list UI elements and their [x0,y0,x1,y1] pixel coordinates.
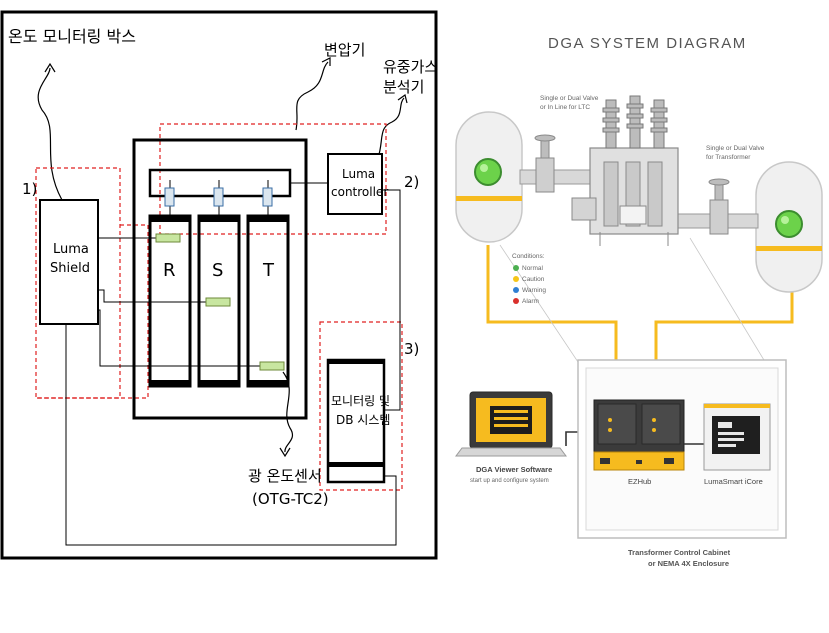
marker-3: 3) [404,340,419,358]
dga-label-line2: 분석기 [383,78,424,96]
laptop-icon [455,391,567,457]
monitoring-db-line1: 모니터링 및 [331,394,390,408]
sensor-label-line1: 광 온도센서 [248,467,322,485]
condition-alarm-dot [513,298,519,304]
cabinet-line2: or NEMA 4X Enclosure [648,559,729,568]
viewer-subtitle: start up and configure system [470,478,549,484]
marker-2: 2) [404,173,419,191]
ltc-status-light [474,158,502,186]
lumasmart-label: LumaSmart iCore [704,477,763,486]
condition-caution-dot [513,276,519,282]
condition-warning: Warning [522,287,546,294]
phase-t-label: T [262,260,275,281]
phase-r-label: R [163,260,176,281]
condition-normal: Normal [522,265,544,272]
transformer-tank-right [755,161,823,293]
dashed-region-1 [35,167,121,399]
left-diagram: 온도 모니터링 박스 변압기 유중가스 분석기 [0,10,438,560]
viewer-title: DGA Viewer Software [476,465,552,474]
tr-valve-note-line2: for Transformer [706,154,751,161]
phase-s-label: S [212,260,223,281]
sensor-t [259,361,285,371]
dashed-region-2 [159,123,387,235]
transformer-tank [132,138,308,420]
ltc-valve-note-line1: Single or Dual Valve [540,95,599,102]
dga-label-line1: 유중가스 [383,58,438,76]
ezhub-label: EZHub [628,477,651,486]
phase-t-column [246,214,290,388]
sensor-r [155,233,181,243]
right-diagram: DGA SYSTEM DIAGRAM [455,35,823,568]
conditions-legend: Conditions: Normal Caution Warning Alarm [512,253,546,305]
transformer-body [571,95,679,246]
dga-title: DGA SYSTEM DIAGRAM [548,35,747,52]
luma-shield-line2: Shield [50,261,90,276]
dga-arrow [377,97,405,159]
ltc-valve [535,157,555,193]
monitoring-box-title: 온도 모니터링 박스 [8,27,136,46]
bushings [164,180,273,216]
ltc-tank [455,111,523,243]
sensor-label-line2: (OTG-TC2) [252,490,329,508]
conditions-title: Conditions: [512,253,545,260]
luma-controller-line1: Luma [342,167,375,181]
transformer-valve [709,199,729,235]
yellow-piping [486,245,794,382]
bushing-t [262,187,273,207]
bushing-r [164,187,175,207]
bushing-s [213,187,224,207]
tr-valve-note-line1: Single or Dual Valve [706,145,765,152]
transformer-status-light [775,210,803,238]
cabinet-line1: Transformer Control Cabinet [628,548,731,557]
luma-controller-line2: controller [331,185,388,199]
condition-normal-dot [513,265,519,271]
ltc-valve-note-line2: or In Line for LTC [540,104,590,111]
outer-frame [0,10,438,560]
luma-shield-box [39,199,99,325]
wire-shield-monitor [65,324,397,546]
dashed-region-3 [319,321,403,491]
optical-fibers [98,233,285,371]
luma-controller-box [327,153,383,215]
transformer-label: 변압기 [324,41,365,59]
sensor-arrow [282,371,294,453]
condition-caution: Caution [522,276,545,283]
luma-shield-line1: Luma [53,242,89,257]
bushing-stacks [602,95,668,149]
ezhub-device [593,399,685,471]
monitoring-db-line2: DB 시스템 [336,413,390,427]
title-arrow [37,67,63,201]
condition-alarm: Alarm [522,298,539,305]
condition-warning-dot [513,287,519,293]
wire-controller-monitor [382,189,401,411]
valve-pipes [519,134,759,235]
lumasmart-device [703,403,771,471]
sensor-s [205,297,231,307]
marker-1: 1) [22,180,37,198]
transformer-arrow [295,61,329,131]
